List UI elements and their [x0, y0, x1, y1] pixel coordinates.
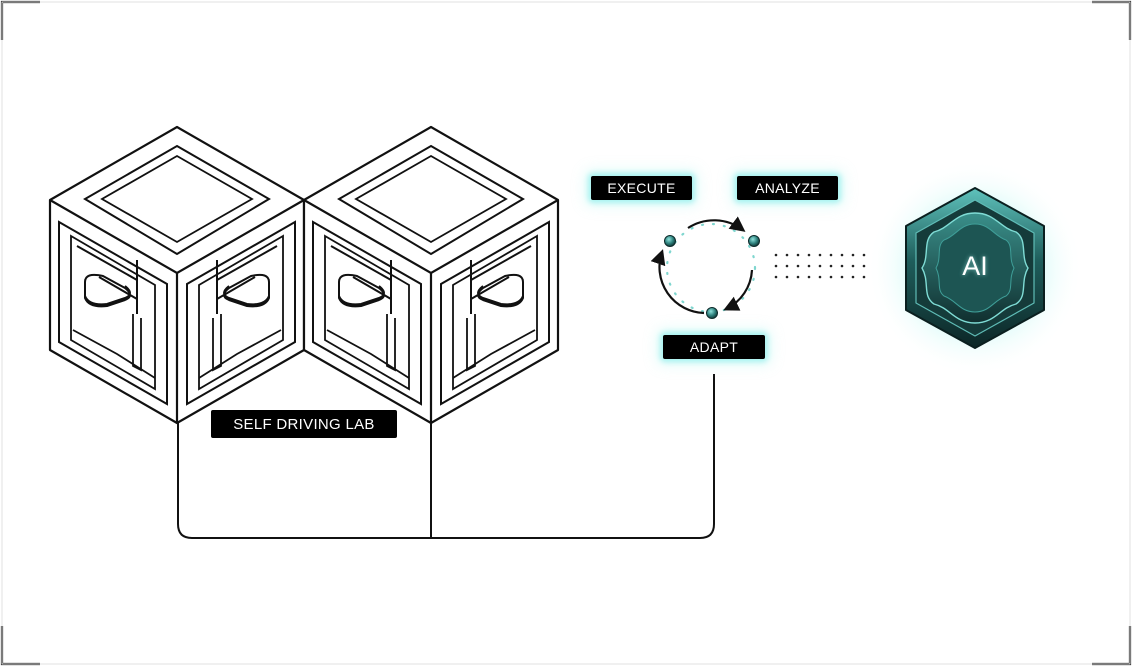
ai-chip-badge-icon [867, 160, 1083, 376]
arrow-analyze-to-adapt [723, 269, 754, 311]
arrow-adapt-to-execute [650, 249, 705, 315]
node-adapt [706, 307, 718, 319]
cycle-dotted-ring [665, 222, 757, 314]
arrow-execute-to-analyze [687, 216, 746, 232]
execute-label: EXECUTE [591, 176, 692, 200]
cycle-diagram [650, 216, 760, 319]
ai-label: AI [962, 250, 988, 281]
node-execute [664, 235, 676, 247]
analyze-label: ANALYZE [737, 176, 838, 200]
self-driving-lab-label: SELF DRIVING LAB [211, 410, 397, 438]
lab-cube-left [48, 125, 306, 425]
dotted-link-to-ai [774, 253, 866, 279]
node-analyze [748, 235, 760, 247]
adapt-label: ADAPT [663, 335, 765, 359]
lab-cube-right [302, 125, 560, 425]
